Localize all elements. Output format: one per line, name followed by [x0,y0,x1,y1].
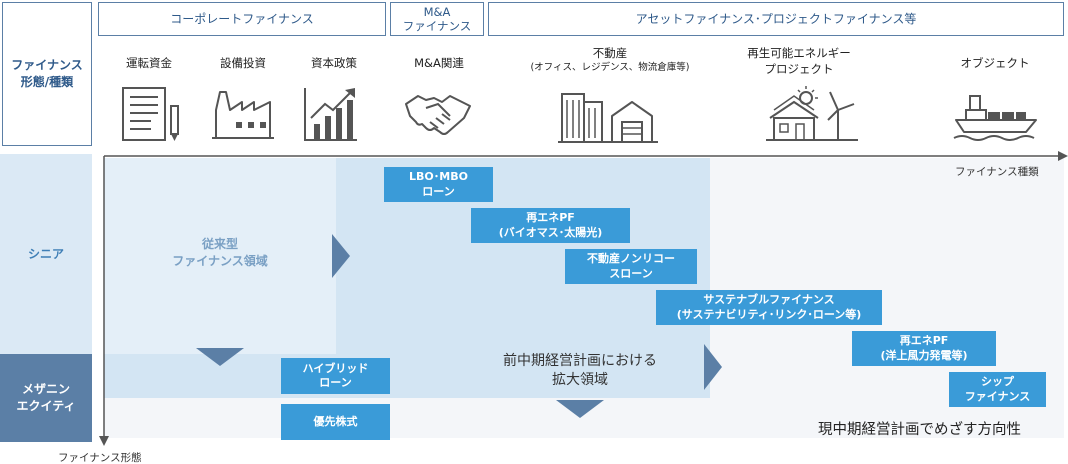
handshake-icon [405,95,471,135]
previous-plan-down-arrow [556,400,604,418]
product-real-estate-nonrecourse: 不動産ノンリコー スローン [565,249,697,284]
row-label-senior: シニア [0,154,92,354]
solar-wind-icon [766,86,858,141]
category-working-capital: 運転資金 [126,56,172,70]
buildings-icon [558,93,658,143]
product-ship-finance: シップ ファイナンス [949,372,1046,407]
category-renewable: 再生可能エネルギー プロジェクト [747,46,851,76]
product-re-pf-biomass-solar: 再エネPF (バイオマス･太陽光) [471,208,630,243]
product-lbo-mbo-loan: LBO･MBO ローン [384,167,493,202]
product-re-pf-offshore-wind: 再エネPF (洋上風力発電等) [852,331,996,366]
row-label-finance-form: ファイナンス 形態/種類 [2,2,92,146]
document-pen-icon [122,87,179,141]
header-corporate-finance: コーポレートファイナンス [98,2,386,36]
zone-conventional-label: 従来型 ファイナンス領域 [172,237,268,269]
y-axis-label: ファイナンス形態 [58,452,142,464]
axes [99,151,1068,446]
row-label-mezzanine: メザニン エクイティ [0,354,92,442]
conventional-right-arrow [332,234,350,278]
x-axis-arrow [1058,151,1068,161]
conventional-down-arrow [196,348,244,366]
category-real-estate: 不動産 (オフィス、レジデンス、物流倉庫等) [505,46,715,74]
y-axis-arrow [99,436,109,446]
zone-current-plan-label: 現中期経営計画でめざす方向性 [818,422,1021,438]
zone-conventional [104,158,336,354]
product-sustainable-finance: サステナブルファイナンス (サステナビリティ･リンク･ローン等) [656,290,882,325]
category-capex: 設備投資 [220,56,266,70]
header-ma-finance: M&A ファイナンス [390,2,484,36]
category-real-estate-sub: (オフィス、レジデンス、物流倉庫等) [530,61,690,73]
header-asset-project-finance: アセットファイナンス･プロジェクトファイナンス等 [488,2,1064,36]
x-axis-label: ファイナンス種類 [955,166,1039,178]
category-real-estate-label: 不動産 [592,46,628,60]
category-object: オブジェクト [960,56,1030,70]
category-ma: M&A関連 [414,56,464,70]
product-hybrid-loan: ハイブリッド ローン [281,358,390,394]
growth-chart-icon [304,88,357,141]
ship-icon [953,95,1037,141]
previous-plan-right-arrow [704,344,722,390]
product-preferred-stock: 優先株式 [281,404,390,440]
factory-icon [212,91,274,139]
category-capital-policy: 資本政策 [311,56,357,70]
zone-previous-plan-label: 前中期経営計画における 拡大領域 [503,353,657,388]
